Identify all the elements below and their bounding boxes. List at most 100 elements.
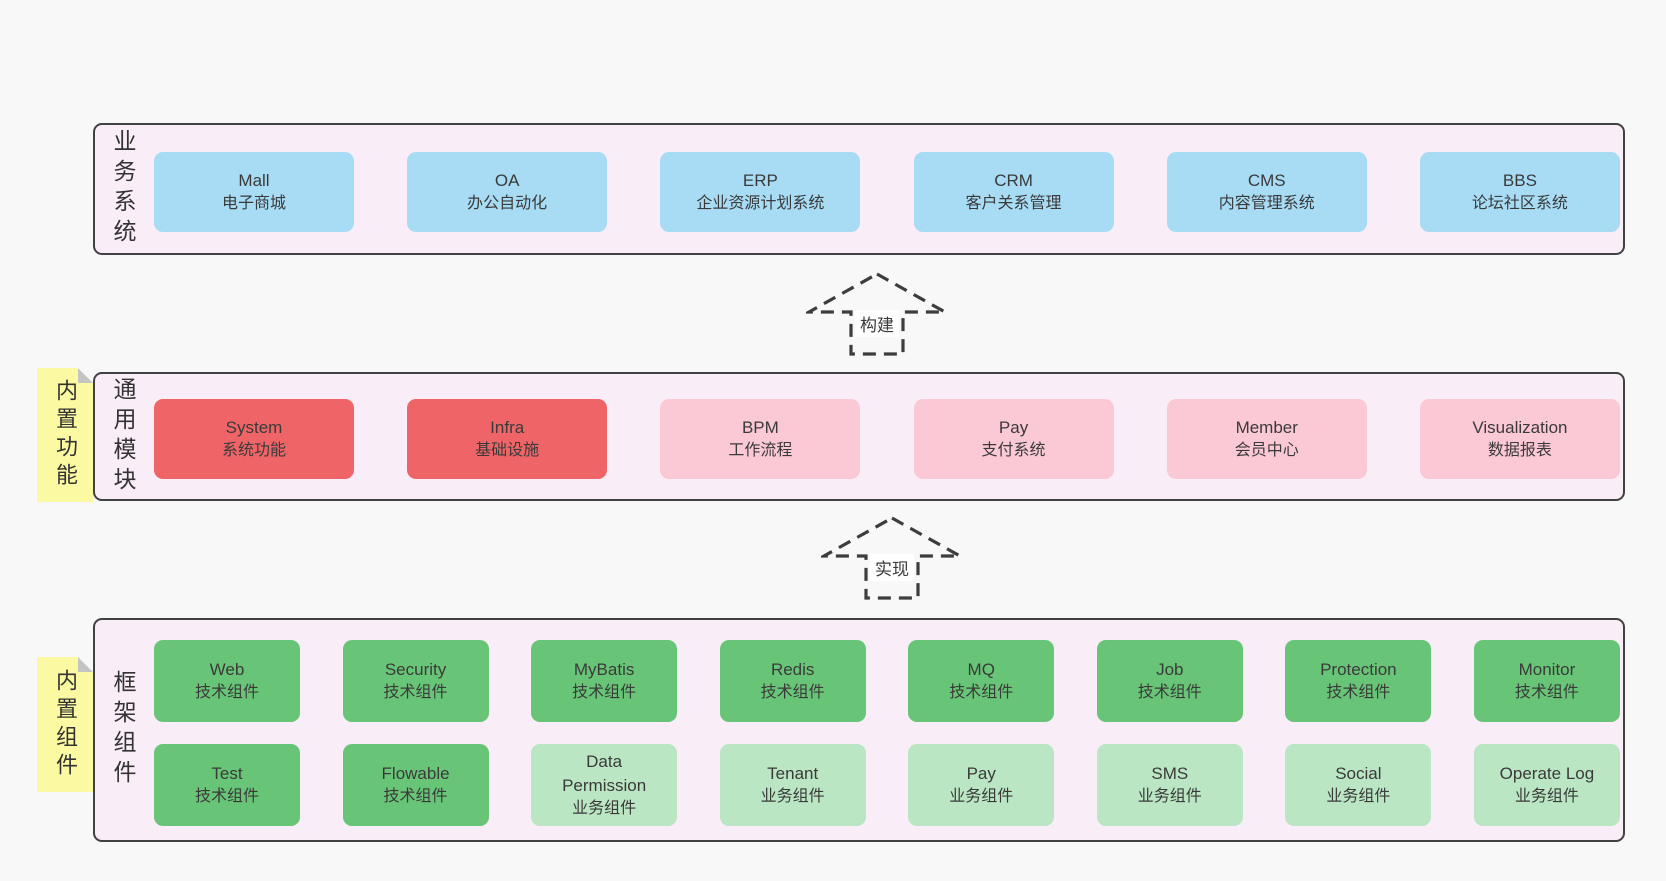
box-flowable: Flowable 技术组件 [342, 744, 489, 826]
box-oa-title: OA [494, 170, 520, 190]
box-mq: MQ 技术组件 [908, 640, 1055, 722]
box-protection: Protection 技术组件 [1285, 640, 1432, 722]
box-member: Member 会员中心 [1166, 399, 1367, 479]
box-operate-log-title: Operate Log [1499, 763, 1595, 783]
box-oa: OA 办公自动化 [407, 152, 608, 232]
box-pay-component-title: Pay [966, 763, 996, 783]
box-security-title: Security [384, 659, 447, 679]
box-crm: CRM 客户关系管理 [913, 152, 1114, 232]
box-infra-title: Infra [490, 417, 525, 437]
box-monitor-title: Monitor [1518, 659, 1576, 679]
box-test-subtitle: 技术组件 [194, 787, 259, 805]
band-framework-components: 框架组件 Web 技术组件 Security 技术组件 MyBatis 技术组件… [93, 618, 1625, 842]
box-infra-subtitle: 基础设施 [475, 441, 540, 459]
box-pay-system: Pay 支付系统 [913, 399, 1114, 479]
box-data-permission-subtitle: 业务组件 [572, 799, 637, 817]
box-crm-title: CRM [994, 170, 1033, 190]
band-components-side-label-text: 框架组件 [110, 670, 136, 790]
box-system-subtitle: 系统功能 [221, 441, 286, 459]
box-operate-log-subtitle: 业务组件 [1514, 787, 1579, 805]
business-boxes-row: Mall 电子商城 OA 办公自动化 ERP 企业资源计划系统 CRM 客户关系… [154, 152, 1620, 232]
box-redis-title: Redis [770, 659, 815, 679]
box-cms-subtitle: 内容管理系统 [1218, 194, 1315, 212]
box-pay-component: Pay 业务组件 [908, 744, 1055, 826]
box-mq-title: MQ [967, 659, 995, 679]
box-sms-subtitle: 业务组件 [1137, 787, 1202, 805]
box-mall-title: Mall [238, 170, 270, 190]
box-bbs-title: BBS [1502, 170, 1537, 190]
box-redis: Redis 技术组件 [719, 640, 866, 722]
box-security: Security 技术组件 [342, 640, 489, 722]
box-flowable-title: Flowable [381, 763, 450, 783]
box-operate-log: Operate Log 业务组件 [1473, 744, 1620, 826]
box-oa-subtitle: 办公自动化 [467, 194, 548, 212]
sticky-folded-corner [78, 368, 93, 383]
box-job: Job 技术组件 [1096, 640, 1243, 722]
band-common-modules: 通用模块 System 系统功能 Infra 基础设施 BPM 工作流程 Pay… [93, 372, 1625, 501]
band-business-side-label: 业务系统 [105, 125, 141, 253]
box-mybatis-subtitle: 技术组件 [572, 683, 637, 701]
box-social-title: Social [1335, 763, 1382, 783]
box-social: Social 业务组件 [1285, 744, 1432, 826]
box-bbs: BBS 论坛社区系统 [1419, 152, 1620, 232]
box-infra: Infra 基础设施 [407, 399, 608, 479]
box-test: Test 技术组件 [154, 744, 300, 826]
arrow-build-label: 构建 [855, 310, 899, 337]
box-erp-subtitle: 企业资源计划系统 [696, 194, 825, 212]
box-visualization-subtitle: 数据报表 [1487, 441, 1552, 459]
box-protection-title: Protection [1320, 659, 1397, 679]
box-sms-title: SMS [1151, 763, 1189, 783]
box-mq-subtitle: 技术组件 [949, 683, 1014, 701]
box-job-title: Job [1156, 659, 1184, 679]
box-redis-subtitle: 技术组件 [760, 683, 825, 701]
box-member-subtitle: 会员中心 [1234, 441, 1299, 459]
box-system: System 系统功能 [154, 399, 354, 479]
box-cms-title: CMS [1247, 170, 1286, 190]
sticky-built-in-components-label: 内置组件 [53, 668, 78, 781]
arrow-build: 构建 [806, 271, 948, 357]
arrow-implement: 实现 [821, 515, 963, 601]
box-data-permission-title: Data Permission [562, 751, 647, 795]
components-boxes-row-2: Test 技术组件 Flowable 技术组件 Data Permission … [154, 744, 1620, 826]
box-member-title: Member [1235, 417, 1298, 437]
sticky-folded-corner [78, 657, 93, 672]
box-pay-component-subtitle: 业务组件 [949, 787, 1014, 805]
box-mall-subtitle: 电子商城 [221, 194, 286, 212]
modules-boxes-row: System 系统功能 Infra 基础设施 BPM 工作流程 Pay 支付系统… [154, 399, 1620, 479]
box-erp: ERP 企业资源计划系统 [660, 152, 861, 232]
box-crm-subtitle: 客户关系管理 [965, 194, 1062, 212]
box-monitor: Monitor 技术组件 [1473, 640, 1620, 722]
band-components-side-label: 框架组件 [105, 620, 141, 840]
box-web-title: Web [209, 659, 245, 679]
box-mall: Mall 电子商城 [154, 152, 354, 232]
sticky-built-in-functions-label: 内置功能 [53, 379, 78, 491]
box-system-title: System [225, 417, 283, 437]
box-data-permission: Data Permission 业务组件 [531, 744, 678, 826]
box-mybatis-title: MyBatis [573, 659, 635, 679]
box-mybatis: MyBatis 技术组件 [531, 640, 678, 722]
box-bbs-subtitle: 论坛社区系统 [1471, 194, 1568, 212]
band-modules-side-label: 通用模块 [105, 374, 141, 499]
box-bpm-subtitle: 工作流程 [728, 441, 793, 459]
box-web-subtitle: 技术组件 [194, 683, 259, 701]
box-visualization-title: Visualization [1472, 417, 1568, 437]
box-sms: SMS 业务组件 [1096, 744, 1243, 826]
box-pay-system-title: Pay [998, 417, 1029, 437]
box-test-title: Test [211, 763, 243, 783]
dashed-up-arrow-icon [806, 272, 948, 356]
dashed-up-arrow-icon [821, 516, 963, 600]
box-security-subtitle: 技术组件 [383, 683, 448, 701]
box-job-subtitle: 技术组件 [1137, 683, 1202, 701]
box-social-subtitle: 业务组件 [1326, 787, 1391, 805]
box-visualization: Visualization 数据报表 [1419, 399, 1620, 479]
band-modules-side-label-text: 通用模块 [110, 376, 136, 497]
box-tenant-subtitle: 业务组件 [760, 787, 825, 805]
box-tenant: Tenant 业务组件 [719, 744, 866, 826]
box-web: Web 技术组件 [154, 640, 300, 722]
sticky-note-built-in-functions: 内置功能 [37, 368, 93, 502]
components-boxes-row-1: Web 技术组件 Security 技术组件 MyBatis 技术组件 Redi… [154, 640, 1620, 722]
band-business-systems: 业务系统 Mall 电子商城 OA 办公自动化 ERP 企业资源计划系统 CRM… [93, 123, 1625, 255]
sticky-note-built-in-components: 内置组件 [37, 657, 93, 792]
box-bpm: BPM 工作流程 [660, 399, 861, 479]
box-tenant-title: Tenant [767, 763, 819, 783]
